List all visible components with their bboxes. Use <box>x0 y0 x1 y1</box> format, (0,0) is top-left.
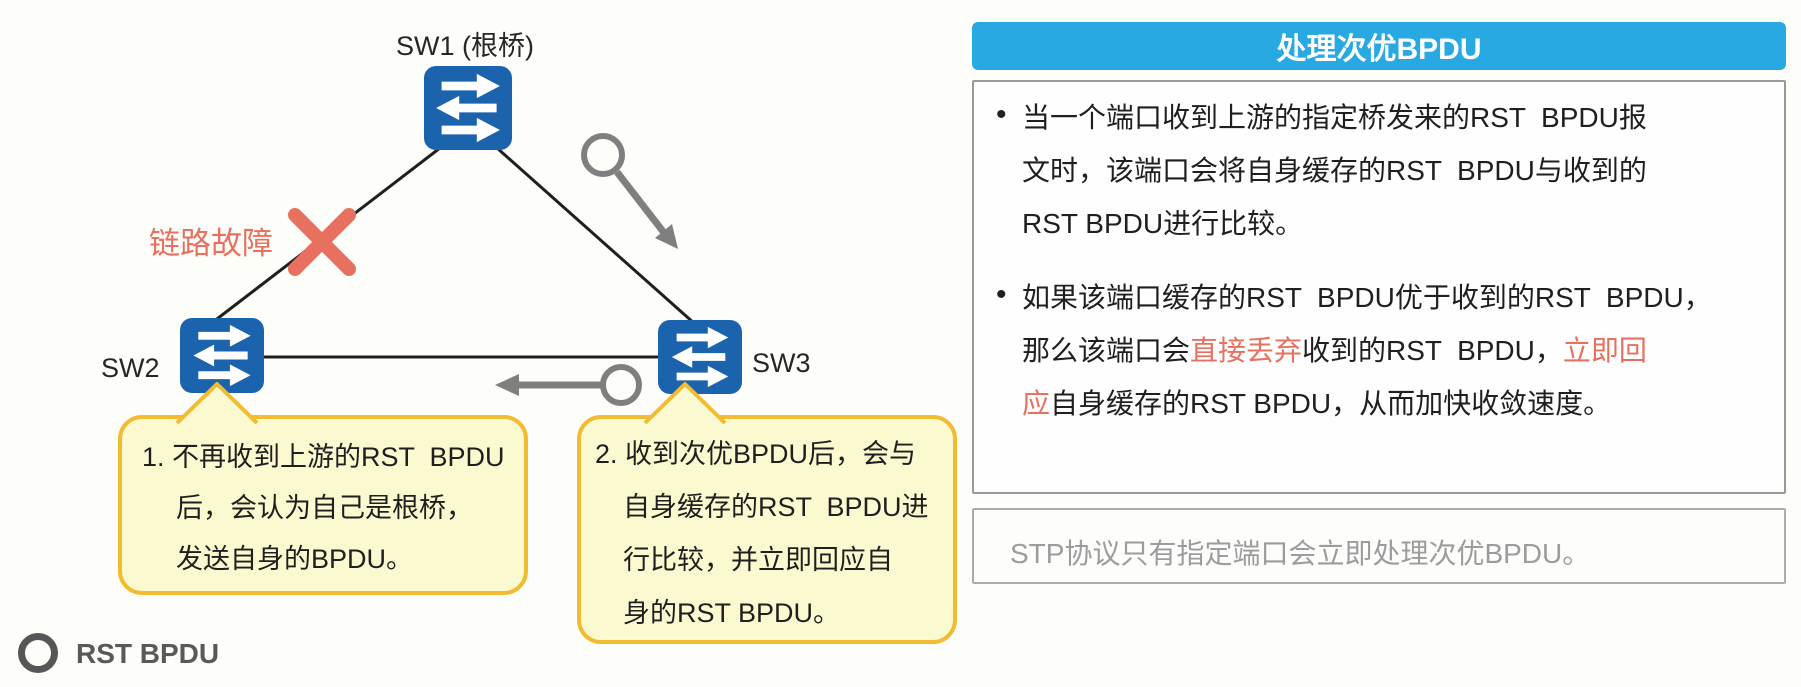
bpdu-arrow-sw1-to-sw3 <box>581 133 678 249</box>
switch-arrows-icon <box>193 324 251 387</box>
sw3-switch-icon <box>658 320 742 394</box>
bullet-marker: • <box>996 98 1007 131</box>
sw3-label: SW3 <box>752 348 811 378</box>
bullet-marker: • <box>996 278 1007 311</box>
callout-line: 自身缓存的RST BPDU进 <box>623 492 929 522</box>
callout-sw3: 2. 收到次优BPDU后，会与 自身缓存的RST BPDU进 行比较，并立即回应… <box>577 382 957 644</box>
sw1-label: SW1 (根桥) <box>396 31 534 61</box>
text-segment: 自身缓存的RST BPDU，从而加快收敛速度。 <box>1050 388 1612 419</box>
sw1-switch-icon <box>424 66 512 150</box>
switch-arrows-icon <box>436 73 500 143</box>
sw2-switch-icon <box>180 318 264 393</box>
bullet-line: 当一个端口收到上游的指定桥发来的RST BPDU报 <box>1022 102 1647 133</box>
link-sw1-sw3 <box>496 146 696 326</box>
rst-bpdu-legend-icon <box>18 633 58 673</box>
callout-tail-icon <box>175 382 259 425</box>
panel-body: • 当一个端口收到上游的指定桥发来的RST BPDU报 文时，该端口会将自身缓存… <box>972 80 1786 494</box>
link-failure-label: 链路故障 <box>149 226 273 261</box>
bpdu-arrow-sw3-to-sw2 <box>495 364 642 406</box>
text-segment: 那么该端口会 <box>1022 335 1191 366</box>
callout-line: 发送自身的BPDU。 <box>176 544 414 574</box>
rst-bpdu-circle-icon <box>600 364 642 406</box>
highlighted-text-segment: 应 <box>1022 388 1051 419</box>
switch-arrows-icon <box>671 326 729 388</box>
bullet-line: RST BPDU进行比较。 <box>1022 208 1304 239</box>
callout-line: 行比较，并立即回应自 <box>623 545 893 575</box>
bullet-line: 如果该端口缓存的RST BPDU优于收到的RST BPDU， <box>1022 276 1712 316</box>
callout-line: 身的RST BPDU。 <box>623 598 841 628</box>
bullet-line: 应自身缓存的RST BPDU，从而加快收敛速度。 <box>1022 382 1611 422</box>
panel-note: STP协议只有指定端口会立即处理次优BPDU。 <box>972 508 1786 584</box>
arrowhead-icon <box>655 224 678 249</box>
callout-tail-icon <box>643 382 727 425</box>
bullet-line: 文时，该端口会将自身缓存的RST BPDU与收到的 <box>1022 155 1647 186</box>
callout-line: 后，会认为自己是根桥， <box>176 493 473 523</box>
text-segment: 如果该端口缓存的RST BPDU优于收到的RST BPDU， <box>1022 282 1712 313</box>
note-text: STP协议只有指定端口会立即处理次优BPDU。 <box>1010 538 1591 569</box>
arrowhead-icon <box>495 374 519 396</box>
arrow-shaft <box>614 169 668 237</box>
rst-bpdu-circle-icon <box>581 133 625 177</box>
highlighted-text-segment: 立即回 <box>1562 335 1647 366</box>
legend-label: RST BPDU <box>76 638 220 669</box>
panel-header: 处理次优BPDU <box>972 22 1786 70</box>
link-failure-x-icon <box>288 208 356 276</box>
callout-line: 1. 不再收到上游的RST BPDU <box>142 442 505 472</box>
highlighted-text-segment: 直接丢弃 <box>1190 335 1303 366</box>
bullet-line: 那么该端口会直接丢弃收到的RST BPDU，立即回 <box>1022 329 1647 369</box>
sw2-label: SW2 <box>101 353 160 383</box>
text-segment: 收到的RST BPDU， <box>1302 335 1563 366</box>
callout-sw2: 1. 不再收到上游的RST BPDU 后，会认为自己是根桥， 发送自身的BPDU… <box>118 382 528 595</box>
panel-title: 处理次优BPDU <box>1276 33 1482 66</box>
callout-line: 2. 收到次优BPDU后，会与 <box>595 439 917 469</box>
